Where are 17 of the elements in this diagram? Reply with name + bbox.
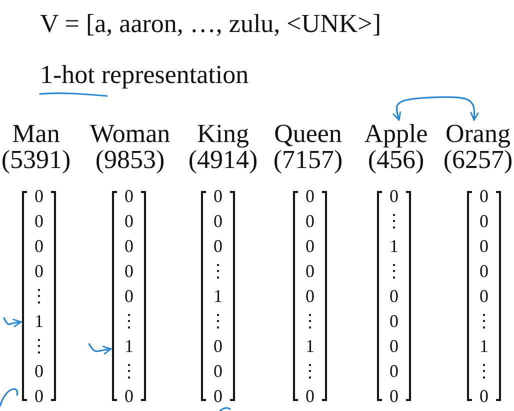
column-vector: 0 ⋮ 1 ⋮ 0 0 0 0 0	[377, 184, 411, 409]
word-heading: Queen (7157)	[273, 121, 343, 173]
column-vector: 0 0 0 0 0 ⋮ 1 ⋮ 0	[112, 184, 146, 409]
double-headed-arrow	[392, 96, 479, 121]
word-heading: Woman (9853)	[90, 121, 170, 173]
word-heading: King (4914)	[188, 121, 258, 173]
column-vector: 0 0 0 0 0 ⋮ 1 ⋮ 0	[467, 184, 501, 409]
vocabulary-definition: V = [a, aaron, …, zulu, <UNK>]	[40, 9, 381, 39]
word-heading: Apple (456)	[364, 121, 428, 173]
arrow	[3, 317, 22, 328]
word-heading: Orang (6257)	[443, 121, 513, 173]
arrow	[88, 343, 112, 354]
column-vector: 0 0 0 0 ⋮ 1 ⋮ 0 0	[22, 184, 56, 409]
column-vector: 0 0 0 ⋮ 1 ⋮ 0 0 0	[201, 184, 235, 409]
column-vector: 0 0 0 0 0 ⋮ 1 ⋮ 0	[293, 184, 327, 409]
word-heading: Man (5391)	[1, 121, 71, 173]
section-heading: 1-hot representation	[40, 60, 249, 90]
